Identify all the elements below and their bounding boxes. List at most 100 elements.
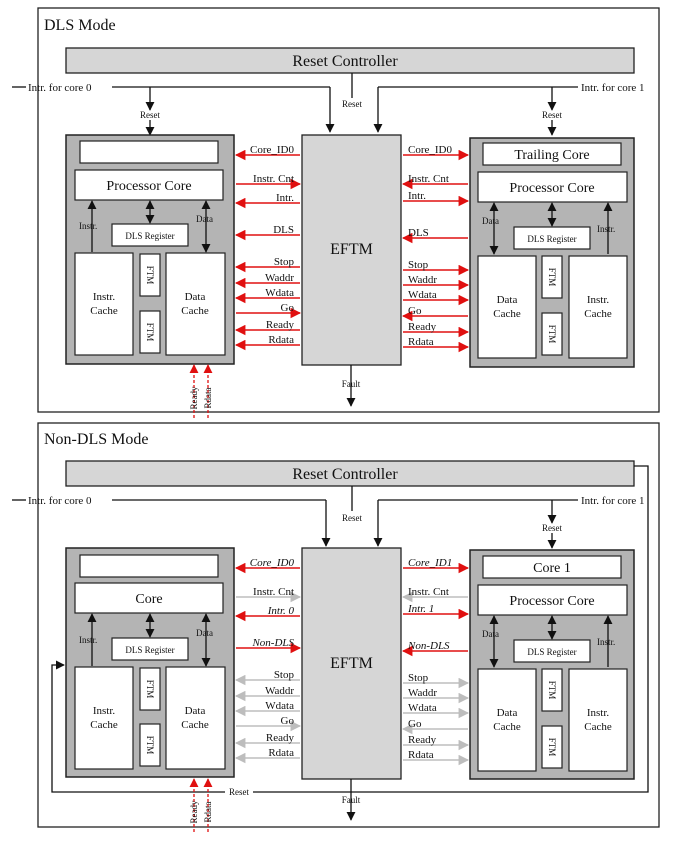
- nondls-right-data-cache: [477, 668, 537, 772]
- dls-reset-eftm-label: Reset: [342, 99, 362, 109]
- nondls-right-icache-line1: Instr.: [587, 707, 610, 719]
- nondls-right-signal-label: Stop: [408, 672, 429, 684]
- nondls-right-instr-label: Instr.: [597, 637, 615, 647]
- dls-right-ftm-2: [541, 312, 563, 356]
- nondls-right-signal-label: Wdata: [408, 702, 437, 714]
- dls-right-signal-label: Core_ID0: [408, 144, 452, 156]
- nondls-right-processor-core: [477, 584, 628, 616]
- nondls-reset-loop-label: Reset: [229, 787, 249, 797]
- dls-right-signal-label: Go: [408, 305, 422, 317]
- nondls-mode-title: Non-DLS Mode: [44, 431, 148, 448]
- nondls-left-core-title-box: [79, 554, 219, 578]
- nondls-eftm-label: EFTM: [330, 655, 373, 672]
- nondls-right-signal-label: Intr. 1: [407, 603, 434, 615]
- dls-left-instr-label: Instr.: [79, 221, 97, 231]
- nondls-left-core: Core DLS Register Instr. Data Instr. Cac…: [65, 547, 235, 778]
- dls-eftm-label: EFTM: [330, 241, 373, 258]
- dls-left-data-label: Data: [196, 214, 213, 224]
- dls-right-dls-register-label: DLS Register: [527, 234, 576, 244]
- nondls-right-dcache-line1: Data: [497, 707, 518, 719]
- nondls-intr-core1-label: Intr. for core 1: [581, 495, 645, 507]
- nondls-right-dcache-line2: Cache: [493, 721, 521, 733]
- dls-left-ready-vert: Ready: [189, 386, 199, 409]
- dls-left-core: Processor Core DLS Register Instr. Data …: [65, 134, 235, 365]
- nondls-right-core-title-box: [482, 555, 622, 579]
- dls-right-signal-label: Stop: [408, 259, 429, 271]
- dls-left-dls-register-label: DLS Register: [125, 231, 174, 241]
- dls-left-instr-cache: [74, 252, 134, 356]
- nondls-right-signal-label: Waddr: [408, 687, 437, 699]
- nondls-left-signal-label: Ready: [266, 732, 295, 744]
- dls-right-signal-label: Ready: [408, 321, 437, 333]
- nondls-left-instr-label: Instr.: [79, 635, 97, 645]
- nondls-reset-controller: [65, 460, 635, 487]
- nondls-right-signal-label: Core_ID1: [408, 557, 452, 569]
- nondls-right-signal-label: Instr. Cnt: [408, 586, 449, 598]
- nondls-right-icache-line2: Cache: [584, 721, 612, 733]
- dls-left-ftm-1: [139, 253, 161, 297]
- dls-right-signal-label: Waddr: [408, 274, 437, 286]
- nondls-left-processor-core: [74, 582, 224, 614]
- nondls-left-rdata-vert: Rdata: [203, 802, 213, 823]
- nondls-left-ready-vert: Ready: [189, 800, 199, 823]
- nondls-reset-eftm-label: Reset: [342, 513, 362, 523]
- dls-fault-label: Fault: [342, 379, 361, 389]
- dls-reset-controller-label: Reset Controller: [292, 53, 398, 70]
- nondls-left-signal-label: Intr. 0: [267, 605, 295, 617]
- nondls-right-ftm-1: [541, 668, 563, 712]
- nondls-left-icache-line1: Instr.: [93, 705, 116, 717]
- nondls-left-signal-label: Wdata: [265, 700, 294, 712]
- dls-left-ftm-2: [139, 310, 161, 354]
- dls-left-signal-label: Rdata: [268, 334, 294, 346]
- dls-left-signal-label: Waddr: [265, 272, 294, 284]
- nondls-right-ftm-2-label: FTM: [547, 738, 557, 757]
- dls-right-dcache-line1: Data: [497, 294, 518, 306]
- dls-right-icache-line1: Instr.: [587, 294, 610, 306]
- dls-right-ftm-1: [541, 255, 563, 299]
- dls-right-data-cache: [477, 255, 537, 359]
- nondls-left-data-cache: [165, 666, 226, 770]
- dls-right-core-title-box: [482, 142, 622, 166]
- nondls-right-ftm-1-label: FTM: [547, 681, 557, 700]
- nondls-reset-controller-label: Reset Controller: [292, 466, 398, 483]
- nondls-fault-label: Fault: [342, 795, 361, 805]
- nondls-left-dls-register-label: DLS Register: [125, 645, 174, 655]
- dls-right-signal-label: Instr. Cnt: [408, 173, 449, 185]
- nondls-left-signal-label: Go: [281, 715, 295, 727]
- nondls-left-ftm-2-label: FTM: [145, 736, 155, 755]
- dls-right-ftm-1-label: FTM: [547, 268, 557, 287]
- dls-left-icache-line1: Instr.: [93, 291, 116, 303]
- nondls-right-dls-register: [513, 639, 591, 663]
- dls-left-dcache-line2: Cache: [181, 305, 209, 317]
- dls-left-signal-label: Wdata: [265, 287, 294, 299]
- dls-right-processor-label: Processor Core: [509, 181, 594, 196]
- dls-left-processor-core: [74, 169, 224, 201]
- dls-intr-core0-label: Intr. for core 0: [28, 82, 92, 94]
- dls-left-dcache-line1: Data: [185, 291, 206, 303]
- nondls-left-data-label: Data: [196, 628, 213, 638]
- dls-left-core-title-box: [79, 140, 219, 164]
- nondls-right-ftm-2: [541, 725, 563, 769]
- dls-right-instr-cache: [568, 255, 628, 359]
- dls-left-data-cache: [165, 252, 226, 356]
- nondls-right-signal-label: Non-DLS: [407, 640, 450, 652]
- nondls-right-signal-label: Rdata: [408, 749, 434, 761]
- dls-reset-right-label: Reset: [542, 110, 562, 120]
- dls-left-signal-label: Instr. Cnt: [253, 173, 294, 185]
- dls-left-signal-label: Stop: [274, 256, 295, 268]
- dls-left-ftm-2-label: FTM: [145, 323, 155, 342]
- dls-mode-title: DLS Mode: [44, 17, 116, 34]
- dls-left-dls-register: [111, 223, 189, 247]
- nondls-right-processor-label: Processor Core: [509, 594, 594, 609]
- nondls-left-ftm-1-label: FTM: [145, 680, 155, 699]
- dls-right-ftm-2-label: FTM: [547, 325, 557, 344]
- nondls-left-signal-label: Rdata: [268, 747, 294, 759]
- dls-left-rdata-vert: Rdata: [203, 388, 213, 409]
- dls-reset-controller: [65, 47, 635, 74]
- dls-mode-panel: DLS Mode Reset Controller Intr. for core…: [12, 7, 660, 418]
- dls-left-signal-label: Ready: [266, 319, 295, 331]
- nondls-left-icache-line2: Cache: [90, 719, 118, 731]
